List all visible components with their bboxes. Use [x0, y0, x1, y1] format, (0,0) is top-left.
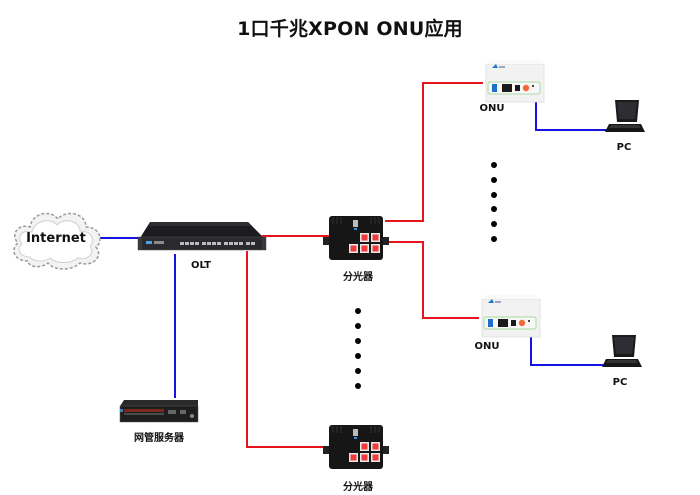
ellipsis-dot: [491, 177, 497, 183]
internet-label: Internet: [26, 231, 86, 246]
ellipsis-dot: [491, 162, 497, 168]
splitter-bottom-label: 分光器: [343, 482, 373, 493]
ellipsis-dot: [355, 323, 361, 329]
ellipsis-dot: [491, 236, 497, 242]
splitter-top-label: 分光器: [343, 272, 373, 283]
splitter-top-icon[interactable]: [323, 212, 389, 264]
link-onu-bottom-pc: [530, 336, 604, 366]
ellipsis-dot: [355, 338, 361, 344]
diagram-title: 1口千兆XPON ONU应用: [237, 18, 463, 40]
ellipsis-dot: [491, 192, 497, 198]
nms-server-icon[interactable]: [118, 398, 200, 426]
ellipsis-dot: [491, 221, 497, 227]
onu-top-label: ONU: [479, 103, 505, 114]
ellipsis-dot: [491, 206, 497, 212]
link-splitter-onu-bottom: [385, 241, 479, 319]
pc-top-laptop-icon[interactable]: [603, 98, 647, 136]
olt-rack-icon[interactable]: [136, 220, 268, 254]
onu-bottom-label: ONU: [474, 341, 500, 352]
onu-bottom-icon[interactable]: [478, 293, 544, 339]
link-onu-top-pc: [535, 102, 608, 131]
internet-cloud-icon: [13, 212, 101, 270]
pc-top-label: PC: [616, 142, 632, 153]
ellipsis-dot: [355, 308, 361, 314]
ellipsis-dot: [355, 353, 361, 359]
splitter-bottom-icon[interactable]: [323, 421, 389, 473]
nms-server-label: 网管服务器: [134, 433, 184, 444]
onu-top-icon[interactable]: [482, 58, 548, 104]
link-splitter-onu-top: [385, 82, 483, 222]
pc-bottom-laptop-icon[interactable]: [600, 333, 644, 371]
link-olt-splitter-bottom: [246, 251, 330, 448]
pc-bottom-label: PC: [612, 377, 628, 388]
ellipsis-dot: [355, 368, 361, 374]
ellipsis-dot: [355, 383, 361, 389]
olt-label: OLT: [190, 260, 212, 271]
